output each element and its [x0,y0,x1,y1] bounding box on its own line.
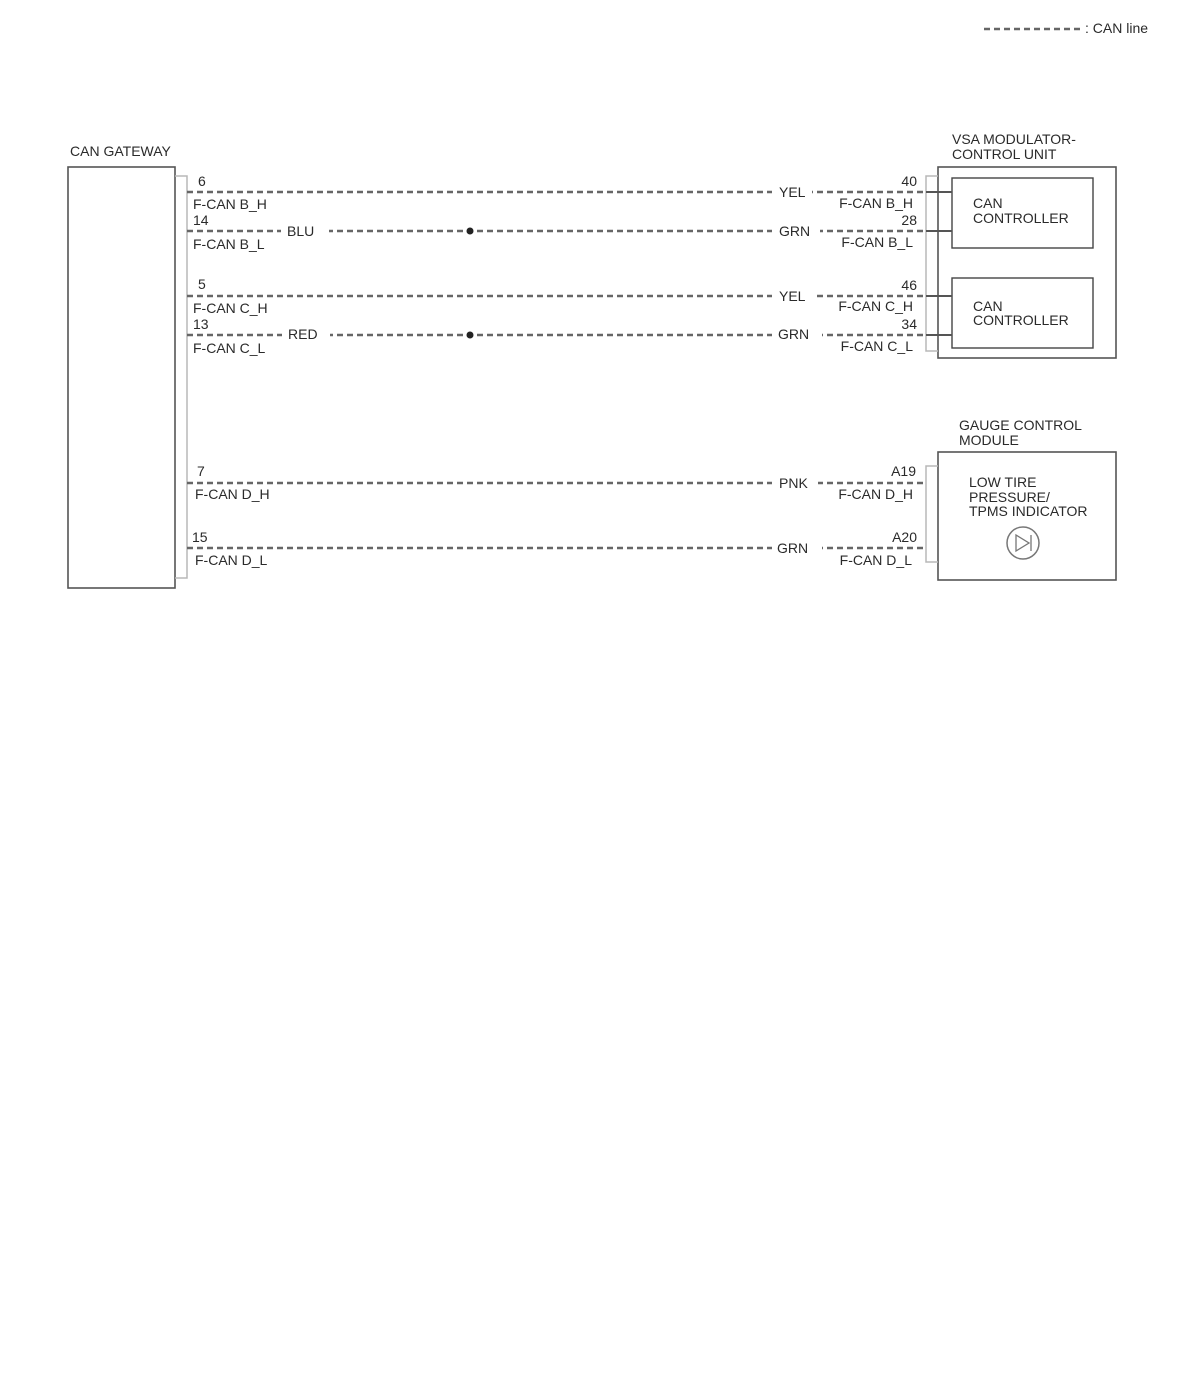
indicator-label-line3: TPMS INDICATOR [969,503,1088,519]
label-knockout [772,474,818,492]
right-signal-name: F-CAN C_H [838,298,913,314]
left-signal-name: F-CAN C_H [193,300,268,316]
vsa-can-controller-2-line2: CONTROLLER [973,312,1069,328]
vsa-connector-bracket [925,175,938,352]
label-knockout [281,222,329,240]
left-pin-number: 15 [192,529,208,545]
gateway-box [67,166,176,589]
right-pin-number: 46 [901,277,917,293]
gateway-title: CAN GATEWAY [70,143,172,159]
wire-f-can-c-h: 5 F-CAN C_H YEL 46 F-CAN C_H [187,276,926,316]
gauge-title-line1: GAUGE CONTROL [959,417,1082,433]
vsa-title-line2: CONTROL UNIT [952,146,1057,162]
right-signal-name: F-CAN D_H [838,486,913,502]
right-pin-number: 34 [901,316,917,332]
label-knockout [772,222,820,240]
left-signal-name: F-CAN B_L [193,236,265,252]
label-knockout [772,539,822,557]
left-pin-number: 13 [193,316,209,332]
right-pin-number: A20 [892,529,917,545]
vsa-can-controller-1-line1: CAN [973,195,1003,211]
right-signal-name: F-CAN C_L [841,338,914,354]
left-wire-color: BLU [287,223,314,239]
right-wire-color: YEL [779,288,806,304]
vsa-title-line1: VSA MODULATOR- [952,131,1076,147]
right-wire-color: GRN [778,326,809,342]
label-knockout [772,326,822,344]
splice-point [466,331,474,339]
wire-f-can-c-l: 13 F-CAN C_L RED GRN 34 F-CAN C_L [187,316,926,356]
right-wire-color: YEL [779,184,806,200]
left-pin-number: 7 [197,463,205,479]
left-pin-number: 14 [193,212,209,228]
gauge-box [937,451,1117,581]
right-wire-color: PNK [779,475,808,491]
wire-f-can-d-l: 15 F-CAN D_L GRN A20 F-CAN D_L [187,529,926,568]
left-signal-name: F-CAN C_L [193,340,266,356]
vsa-can-controller-1-line2: CONTROLLER [973,210,1069,226]
vsa-box [937,166,1117,359]
right-signal-name: F-CAN B_H [839,195,913,211]
gateway-connector-bracket [175,175,188,579]
gauge-control-module: GAUGE CONTROL MODULE LOW TIRE PRESSURE/ … [925,417,1117,581]
indicator-label-line2: PRESSURE/ [969,489,1050,505]
legend: : CAN line [984,20,1148,36]
label-knockout [772,183,812,201]
can-wires: 6 F-CAN B_H YEL 40 F-CAN B_H 14 F-CAN B_… [187,173,926,568]
left-pin-number: 6 [198,173,206,189]
left-wire-color: RED [288,326,318,342]
wire-f-can-d-h: 7 F-CAN D_H PNK A19 F-CAN D_H [187,463,926,502]
right-signal-name: F-CAN B_L [841,234,913,250]
left-signal-name: F-CAN D_L [195,552,268,568]
right-pin-number: 28 [901,212,917,228]
wire-f-can-b-h: 6 F-CAN B_H YEL 40 F-CAN B_H [187,173,926,212]
right-pin-number: 40 [901,173,917,189]
label-knockout [772,287,816,305]
label-knockout [282,326,330,344]
left-signal-name: F-CAN B_H [193,196,267,212]
vsa-can-controller-2 [951,277,1094,349]
left-pin-number: 5 [198,276,206,292]
legend-label: : CAN line [1085,20,1148,36]
right-pin-number: A19 [891,463,916,479]
right-wire-color: GRN [779,223,810,239]
gauge-connector-bracket [925,465,938,563]
right-wire-color: GRN [777,540,808,556]
gauge-title-line2: MODULE [959,432,1019,448]
splice-point [466,227,474,235]
wire-f-can-b-l: 14 F-CAN B_L BLU GRN 28 F-CAN B_L [187,212,926,252]
can-gateway: CAN GATEWAY [67,143,188,589]
right-signal-name: F-CAN D_L [840,552,913,568]
indicator-lamp-icon [1006,526,1040,560]
left-signal-name: F-CAN D_H [195,486,270,502]
vsa-can-controller-2-line1: CAN [973,298,1003,314]
vsa-modulator-control-unit: VSA MODULATOR- CONTROL UNIT CAN CONTROLL… [925,131,1117,359]
indicator-label-line1: LOW TIRE [969,474,1036,490]
vsa-can-controller-1 [951,177,1094,249]
